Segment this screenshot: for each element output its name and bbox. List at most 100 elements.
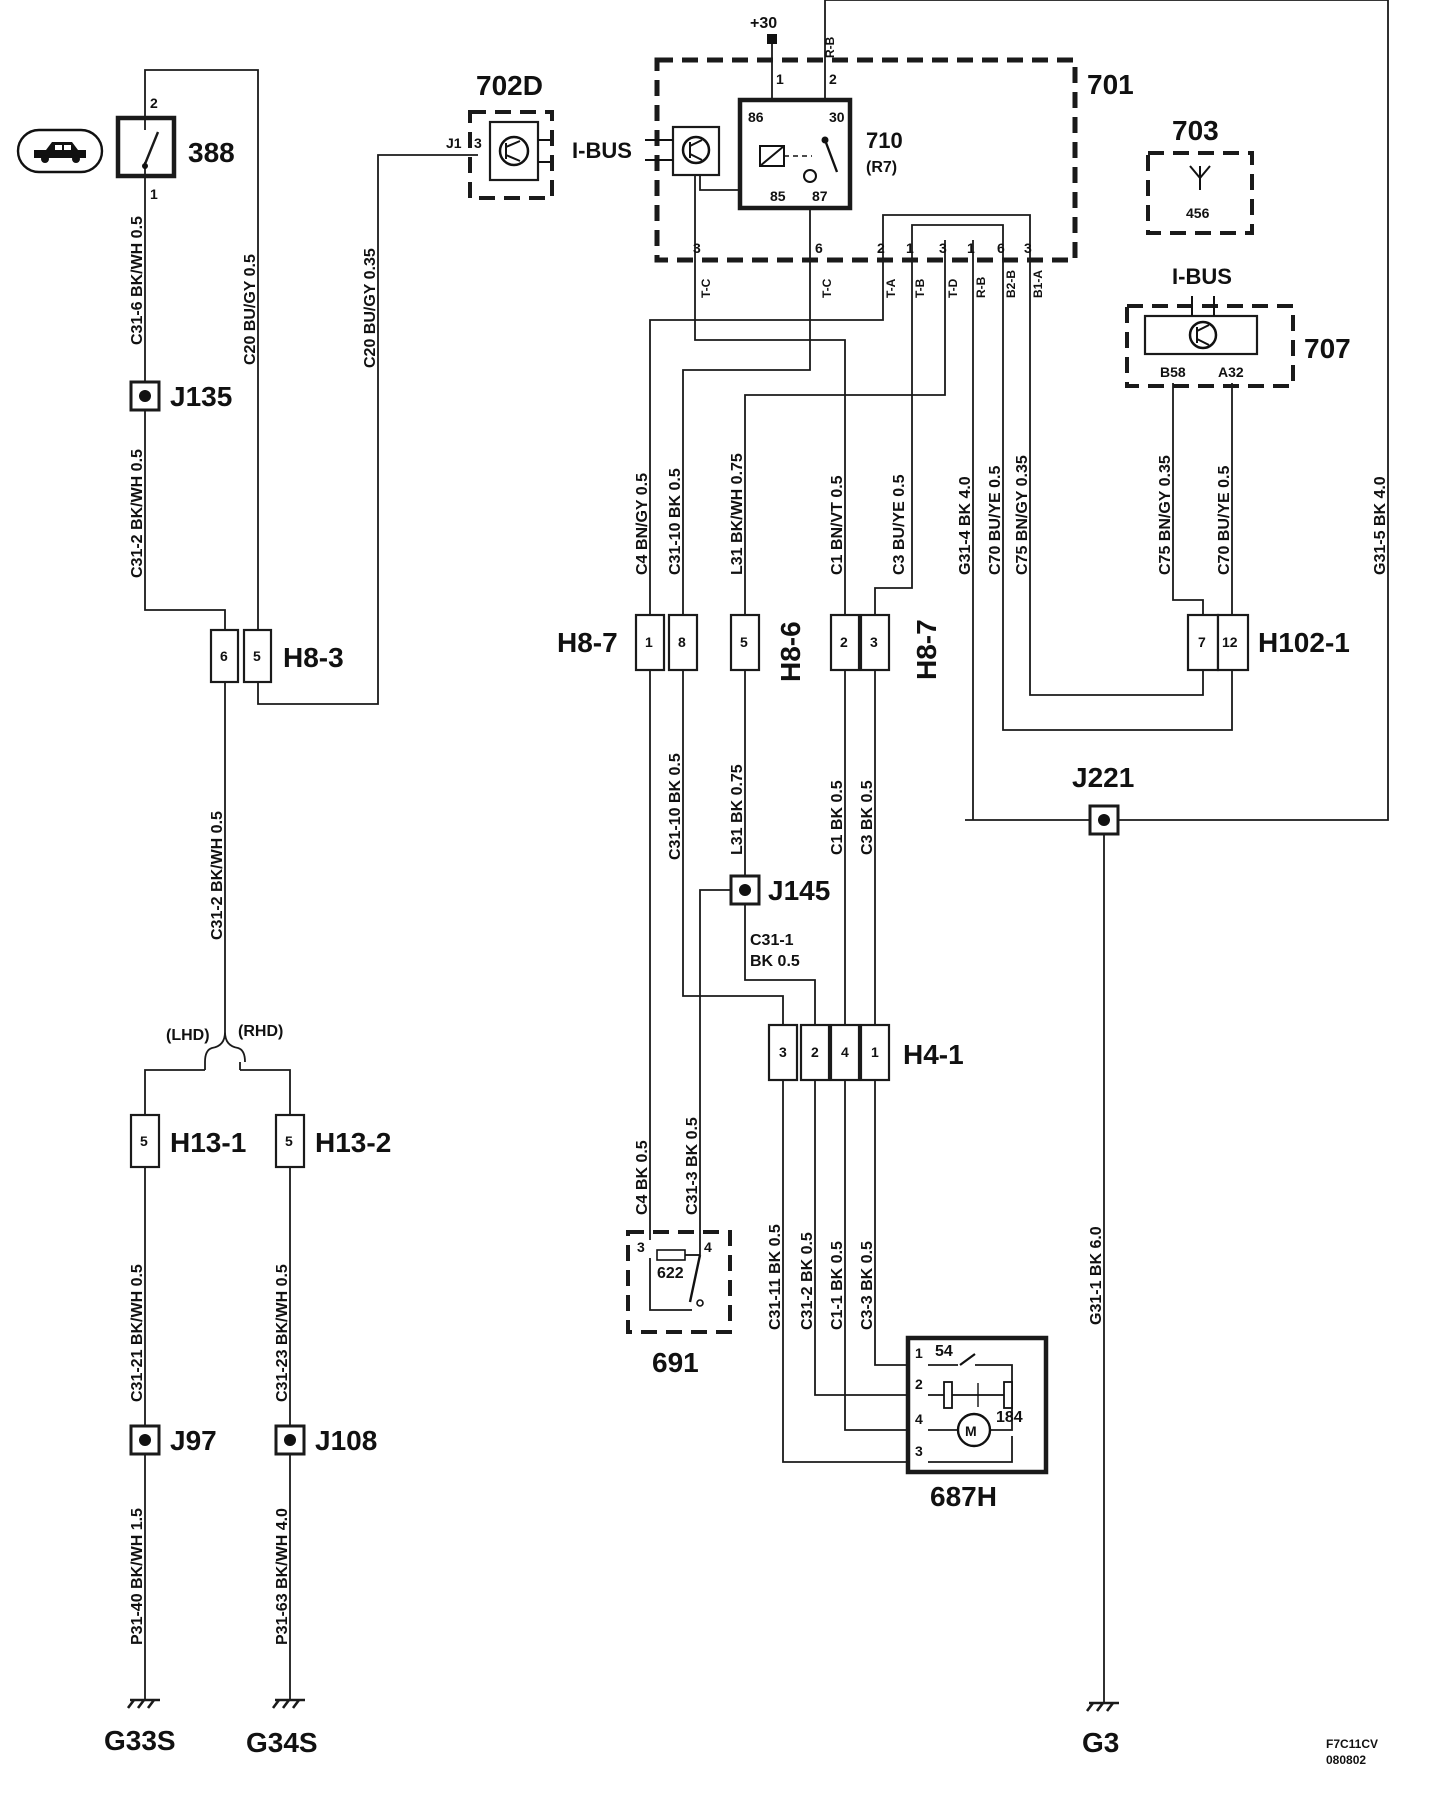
pin-h4-1-3: 3: [779, 1044, 787, 1060]
label-rhd: (RHD): [238, 1023, 283, 1040]
pin-30: 30: [829, 109, 845, 125]
wire-label-p31-63: P31-63 BK/WH 4.0: [274, 1508, 291, 1645]
wire-label-l31-bk: L31 BK 0.75: [729, 764, 746, 855]
pin-h8-7-8: 8: [678, 634, 686, 650]
label-lhd: (LHD): [166, 1027, 210, 1044]
pin-701-6b: 6: [997, 240, 1005, 256]
connectors: 6 5 H8-3 1 8 H8-7 5 H8-6 2 3 H8-7 7 12 H…: [129, 613, 1350, 1169]
label-g3: G3: [1082, 1727, 1119, 1758]
wire-label-c1-bk: C1 BK 0.5: [829, 780, 846, 855]
signal-t-c-1: T-C: [699, 278, 713, 298]
wire-701-1-6-link: [911, 224, 1004, 240]
pin-h13-2-5: 5: [285, 1133, 293, 1149]
label-motor: M: [965, 1423, 977, 1439]
wire-label-c70-a: C70 BU/YE 0.5: [987, 466, 1004, 575]
wire-t-c-3-c1: [694, 170, 846, 615]
pin-388-1: 1: [150, 186, 158, 202]
switch-622-contact: [688, 1254, 702, 1303]
wire-label-c31-6: C31-6 BK/WH 0.5: [129, 216, 146, 345]
pin-h4-1-1: 1: [871, 1044, 879, 1060]
signal-t-d: T-D: [946, 278, 960, 298]
wire-c31-2-upper: [144, 396, 226, 630]
label-h8-7-right: H8-7: [911, 619, 942, 680]
wire-c20-bugy-05: [144, 69, 259, 630]
label-701: 701: [1087, 69, 1134, 100]
wire-label-c3-buye: C3 BU/YE 0.5: [891, 474, 908, 575]
component-701: 701 +30 R-B 1 2 I-BUS 86 30 85 87 710 (R…: [572, 15, 1134, 298]
pin-701-2: 2: [829, 71, 837, 87]
signal-b2-b: B2-B: [1004, 270, 1018, 298]
wire-label-c20-035: C20 BU/GY 0.35: [362, 248, 379, 368]
label-702d: 702D: [476, 70, 543, 101]
connector-h8-3-pin6: [209, 628, 240, 684]
wire-label-c75-a: C75 BN/GY 0.35: [1014, 455, 1031, 575]
label-j108: J108: [315, 1425, 377, 1456]
label-388: 388: [188, 137, 235, 168]
wire-label-c20-05: C20 BU/GY 0.5: [242, 254, 259, 365]
pin-a32: A32: [1218, 364, 1244, 380]
ibus-transistor-icon: [681, 135, 711, 165]
pin-h8-7-2: 2: [840, 634, 848, 650]
component-707: I-BUS 707 B58 A32: [1125, 264, 1351, 388]
pin-691-4: 4: [704, 1239, 712, 1255]
pin-701-1: 1: [776, 71, 784, 87]
label-54: 54: [935, 1343, 953, 1360]
label-184: 184: [996, 1409, 1023, 1426]
pin-701-1c: 1: [967, 240, 975, 256]
ground-g3-icon: [1085, 1701, 1119, 1712]
label-710-sub: (R7): [866, 159, 897, 176]
wire-label-c31-10-b: C31-10 BK 0.5: [667, 753, 684, 860]
label-h102-1: H102-1: [1258, 627, 1350, 658]
pin-h4-1-2: 2: [811, 1044, 819, 1060]
pin-j1: J1: [446, 135, 462, 151]
wire-label-g31-5: G31-5 BK 4.0: [1372, 476, 1389, 575]
wire-c3-3: [874, 1080, 910, 1366]
label-h13-2: H13-2: [315, 1127, 391, 1158]
relay-710-box: [737, 97, 853, 211]
pin-87: 87: [812, 188, 828, 204]
signal-r-b-top: R-B: [823, 36, 837, 58]
wire-c31-10-bk: [682, 670, 784, 1025]
wire-label-c31-10-a: C31-10 BK 0.5: [667, 468, 684, 575]
footer-date: 080802: [1326, 1753, 1366, 1767]
label-g34s: G34S: [246, 1727, 318, 1758]
switch-54-contact: [959, 1353, 976, 1366]
pin-687-3: 3: [915, 1443, 923, 1459]
wire-c75-707: [1172, 383, 1204, 615]
wire-c20-bugy-035: [257, 154, 478, 705]
wire-label-c31-2-c: C31-2 BK 0.5: [799, 1232, 816, 1330]
wire-labels: C31-6 BK/WH 0.5 C20 BU/GY 0.5 C31-2 BK/W…: [129, 216, 1389, 1645]
box-703: [1146, 151, 1254, 235]
component-388: 2 1 388: [16, 95, 235, 202]
label-g33s: G33S: [104, 1725, 176, 1756]
pin-687-4: 4: [915, 1411, 923, 1427]
grounds: G33S G34S G3: [104, 1698, 1119, 1758]
component-702d: 702D J1 3: [446, 70, 554, 200]
relay-contact: [823, 139, 839, 173]
label-687h: 687H: [930, 1481, 997, 1512]
pin-h8-3-6: 6: [220, 648, 228, 664]
box-687h: [905, 1335, 1049, 1475]
motor-icon: [956, 1412, 992, 1448]
label-h8-6: H8-6: [775, 621, 806, 682]
label-plus30: +30: [750, 15, 777, 32]
wire-c1-1: [844, 1080, 910, 1431]
signal-b1-a: B1-A: [1031, 270, 1045, 298]
pin-701-3b: 3: [939, 240, 947, 256]
pin-h8-6-5: 5: [740, 634, 748, 650]
wire-t-d-l31: [744, 240, 946, 615]
component-691: 3 4 622 691: [626, 1230, 732, 1378]
transistor-icon: [498, 135, 530, 167]
resistor-2: [1003, 1381, 1013, 1409]
label-ibus-707: I-BUS: [1172, 264, 1232, 289]
wire-label-c31-21: C31-21 BK/WH 0.5: [129, 1264, 146, 1402]
wire-t-a-c4: [649, 240, 884, 615]
pin-85: 85: [770, 188, 786, 204]
pin-h102-12: 12: [1222, 634, 1238, 650]
label-622: 622: [657, 1265, 684, 1282]
wire-label-c4-bngy: C4 BN/GY 0.5: [634, 473, 651, 575]
wire-701-2-3-link: [882, 214, 1031, 240]
label-691: 691: [652, 1347, 699, 1378]
wire-lhd: [144, 1069, 205, 1115]
